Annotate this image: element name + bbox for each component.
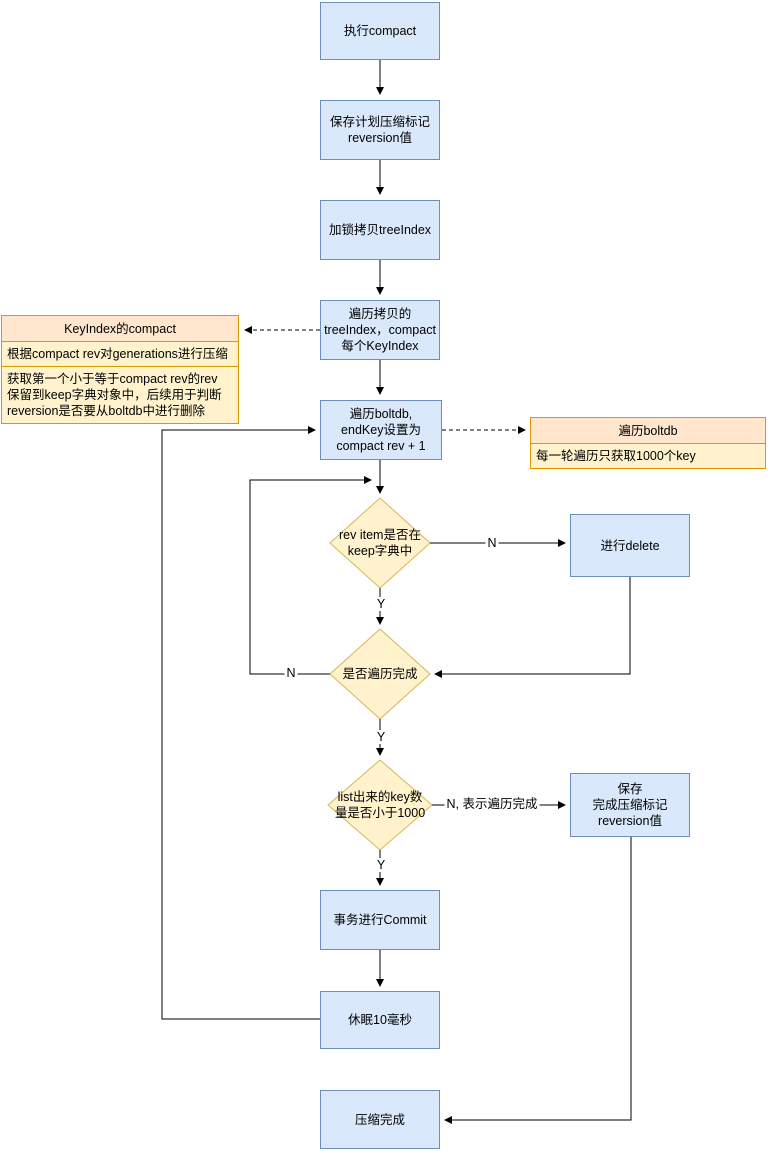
decision-rev-in-keep-label: rev item是否在 keep字典中 — [339, 528, 421, 558]
node-sleep-10ms: 休眠10毫秒 — [320, 991, 440, 1049]
decision-iteration-done-label: 是否遍历完成 — [342, 667, 418, 681]
edge-label-count-no: N, 表示遍历完成 — [444, 797, 540, 811]
edge-label-count-yes: Y — [374, 858, 388, 872]
note-iterate-boltdb-title: 遍历boltdb — [531, 418, 765, 444]
node-do-delete: 进行delete — [570, 514, 690, 577]
note-iterate-boltdb: 遍历boltdb 每一轮遍历只获取1000个key — [530, 417, 766, 469]
node-save-plan-marker: 保存计划压缩标记 reversion值 — [320, 100, 440, 160]
edge-delete-to-iterdone — [434, 577, 631, 678]
node-iterate-boltdb: 遍历boltdb, endKey设置为 compact rev + 1 — [320, 400, 442, 460]
edge-label-iter-yes: Y — [374, 730, 388, 744]
edge-savefinal-to-done — [444, 837, 632, 1124]
node-save-final-marker: 保存 完成压缩标记 reversion值 — [570, 773, 690, 837]
node-commit: 事务进行Commit — [320, 890, 440, 950]
node-lock-copy-treeindex: 加锁拷贝treeIndex — [320, 200, 440, 260]
note-keyindex-compact: KeyIndex的compact 根据compact rev对generatio… — [1, 315, 239, 424]
node-compact-done: 压缩完成 — [320, 1090, 440, 1149]
node-iterate-treeindex: 遍历拷贝的 treeIndex，compact 每个KeyIndex — [320, 300, 440, 360]
edge-label-keep-no: N — [485, 536, 499, 550]
note-keyindex-compact-row2: 获取第一个小于等于compact rev的rev 保留到keep字典对象中，后续… — [2, 366, 238, 423]
note-iterate-boltdb-row1: 每一轮遍历只获取1000个key — [531, 444, 765, 468]
note-keyindex-compact-row1: 根据compact rev对generations进行压缩 — [2, 342, 238, 366]
edge-label-iter-no: N — [284, 666, 298, 680]
edge-label-keep-yes: Y — [374, 597, 388, 611]
decision-key-count-label: list出来的key数 量是否小于1000 — [334, 790, 426, 820]
note-keyindex-compact-title: KeyIndex的compact — [2, 316, 238, 342]
node-exec-compact: 执行compact — [320, 2, 440, 60]
edge-sleep-loop-to-iterboltdb — [161, 426, 320, 1020]
